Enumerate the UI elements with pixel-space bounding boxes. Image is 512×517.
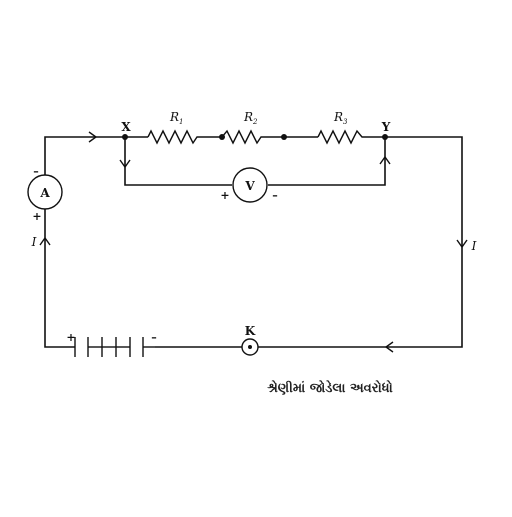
junction-r2-r3 (281, 134, 287, 140)
junction-r1-r2 (219, 134, 225, 140)
battery-negative-sign: – (151, 331, 157, 344)
ammeter-label: A (39, 186, 50, 200)
resistor-r3-label: R3 (333, 110, 348, 126)
ammeter (27, 174, 63, 210)
voltmeter-wire-left (124, 137, 232, 186)
key-switch (241, 338, 259, 356)
resistor-r3 (317, 129, 365, 145)
voltmeter (232, 167, 268, 203)
arrow-bottom-left-icon (384, 341, 394, 353)
arrow-right-down-icon (456, 239, 468, 249)
key-plug-dot (248, 345, 252, 349)
arrow-left-up-icon (39, 236, 51, 246)
node-y-label: Y (381, 120, 391, 134)
current-right-label: I (471, 239, 477, 253)
battery (74, 337, 155, 357)
left-wire-bottom (44, 209, 75, 348)
voltmeter-wire-right (268, 137, 386, 186)
arrow-voltmeter-right-up-icon (379, 155, 391, 165)
arrow-top-left-icon (88, 131, 98, 143)
key-label: K (245, 324, 256, 338)
ammeter-positive-sign: + (32, 210, 41, 223)
current-left-label: I (31, 235, 37, 249)
top-wire-left (44, 136, 148, 175)
resistor-r2 (221, 129, 263, 145)
resistor-r1 (147, 129, 200, 145)
top-wire-right (258, 136, 463, 348)
voltmeter-negative-sign: – (272, 189, 278, 202)
diagram-caption: શ્રેણીમાં જોડેલા અવરોધો (267, 379, 393, 396)
voltmeter-label: V (244, 179, 255, 193)
resistor-r1-label: R1 (169, 110, 184, 126)
node-x-label: X (121, 120, 131, 134)
arrow-voltmeter-left-down-icon (119, 159, 131, 169)
battery-positive-sign: + (66, 331, 75, 344)
ammeter-negative-sign: – (33, 165, 39, 178)
resistor-r2-label: R2 (243, 110, 258, 126)
voltmeter-positive-sign: + (220, 189, 229, 202)
